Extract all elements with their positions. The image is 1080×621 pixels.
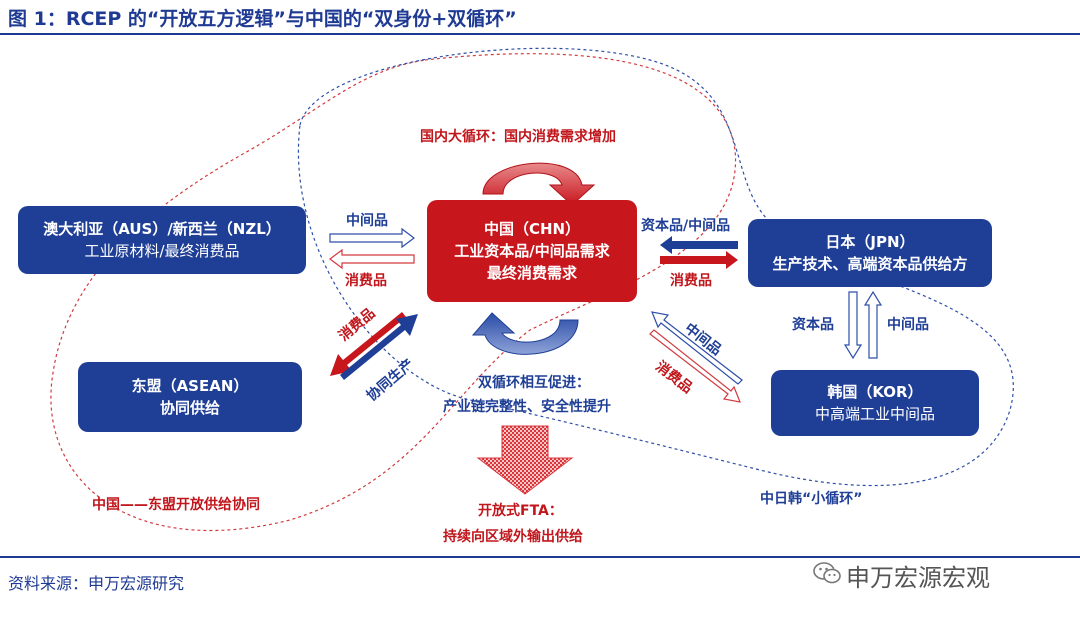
dual-cycle-label-2: 产业链完整性、安全性提升	[443, 399, 611, 415]
fta-output-arrow	[476, 425, 574, 495]
kor-box: 韩国（KOR） 中高端工业中间品	[771, 370, 979, 436]
cjk-region	[297, 47, 1014, 487]
chn-to-asean-arrow	[330, 312, 406, 376]
dual-cycle-label-1: 双循环相互促进：	[478, 375, 590, 391]
kor-desc: 中高端工业中间品	[814, 405, 935, 423]
aus-nzl-box: 澳大利亚（AUS）/新西兰（NZL） 工业原材料/最终消费品	[18, 206, 306, 274]
asean-box: 东盟（ASEAN） 协同供给	[78, 362, 302, 432]
chn-desc-1: 工业资本品/中间品需求	[454, 242, 610, 260]
kor-to-jpn-arrow	[863, 290, 883, 359]
chn-to-aus-label: 消费品	[345, 273, 387, 289]
figure-title: 图 1：RCEP 的“开放五方逻辑”与中国的“双身份+双循环”	[8, 8, 517, 30]
fta-label-2: 持续向区域外输出供给	[443, 529, 583, 545]
aus-to-chn-arrow	[329, 227, 415, 249]
footer-rule	[0, 556, 1080, 558]
chn-desc-2: 最终消费需求	[486, 264, 577, 282]
chn-to-kor-arrow	[649, 329, 741, 403]
asean-desc: 协同供给	[159, 399, 220, 417]
aus-to-chn-label: 中间品	[346, 213, 388, 229]
brand-text: 申万宏源宏观	[846, 564, 990, 592]
kor-to-jpn-label: 中间品	[887, 317, 929, 333]
wechat-icon	[812, 561, 842, 591]
chn-to-jpn-label: 消费品	[670, 273, 712, 289]
jpn-to-chn-arrow	[660, 236, 738, 254]
source-note: 资料来源：申万宏源研究	[8, 574, 185, 593]
aus-nzl-desc: 工业原材料/最终消费品	[84, 242, 240, 260]
kor-to-chn-arrow	[651, 311, 743, 385]
kor-name: 韩国（KOR）	[827, 383, 923, 401]
chn-to-aus-arrow	[329, 248, 415, 270]
jpn-to-kor-label: 资本品	[792, 317, 834, 333]
china-asean-label: 中国——东盟开放供给协同	[92, 497, 260, 513]
dual-cycle-arrow	[471, 312, 579, 355]
brand-watermark: 申万宏源宏观	[812, 558, 990, 593]
chn-name: 中国（CHN）	[483, 220, 581, 238]
cjk-label: 中日韩“小循环”	[760, 491, 863, 507]
asean-to-chn-arrow	[340, 314, 418, 380]
jpn-box: 日本（JPN） 生产技术、高端资本品供给方	[748, 219, 992, 287]
china-asean-region	[50, 53, 737, 531]
fta-label-1: 开放式FTA：	[478, 503, 563, 519]
aus-nzl-name: 澳大利亚（AUS）/新西兰（NZL）	[43, 220, 281, 238]
title-rule	[0, 33, 1080, 35]
jpn-to-kor-arrow	[843, 291, 863, 360]
domestic-cycle-arrow	[482, 162, 596, 206]
chn-box: 中国（CHN） 工业资本品/中间品需求 最终消费需求	[427, 200, 637, 302]
asean-name: 东盟（ASEAN）	[131, 377, 249, 395]
domestic-cycle-label: 国内大循环：国内消费需求增加	[420, 129, 616, 145]
chn-to-jpn-arrow	[660, 251, 738, 269]
jpn-name: 日本（JPN）	[825, 233, 915, 251]
jpn-desc: 生产技术、高端资本品供给方	[772, 255, 968, 273]
jpn-to-chn-label: 资本品/中间品	[641, 218, 731, 234]
